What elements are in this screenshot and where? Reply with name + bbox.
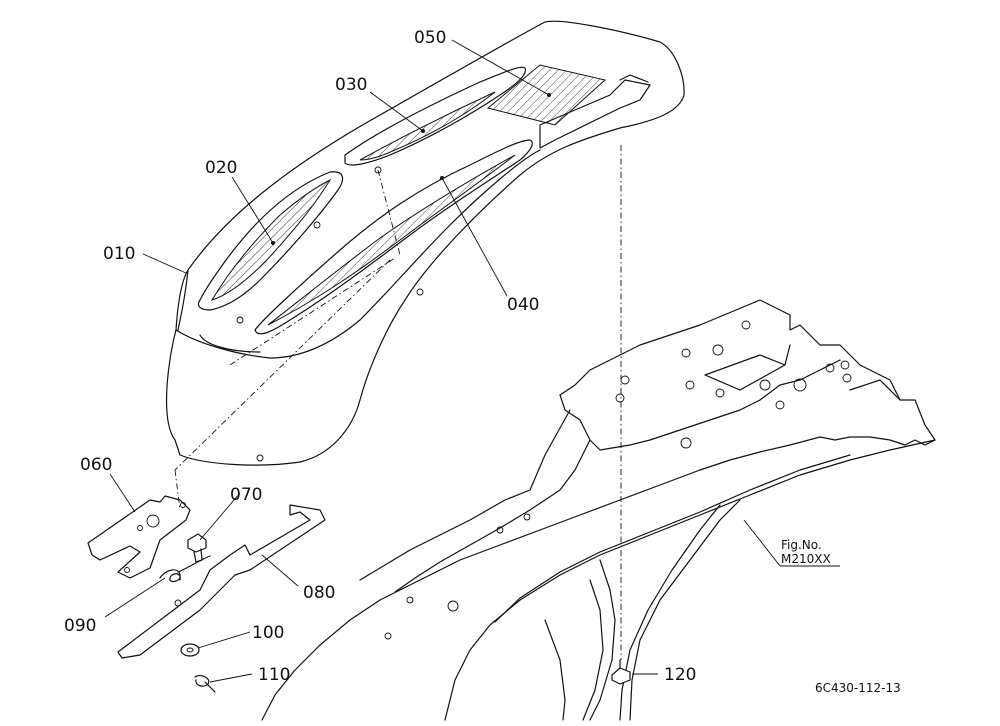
fender-010 — [166, 20, 685, 466]
label-050: 050 — [414, 28, 446, 48]
label-010: 010 — [103, 244, 135, 264]
fig-number: M210XX — [781, 552, 831, 566]
bracket-080 — [117, 504, 326, 659]
bolt-070 — [187, 533, 207, 563]
label-020: 020 — [205, 158, 237, 178]
pin-110 — [194, 674, 216, 693]
label-080: 080 — [303, 583, 335, 603]
label-120: 120 — [664, 665, 696, 685]
bolt-120 — [611, 659, 631, 685]
part-labels: 010 020 030 040 050 060 070 080 090 100 … — [64, 28, 696, 685]
label-030: 030 — [335, 75, 367, 95]
label-060: 060 — [80, 455, 112, 475]
label-100: 100 — [252, 623, 284, 643]
label-110: 110 — [258, 665, 290, 685]
leader-lines — [104, 39, 840, 683]
figure-reference: Fig.No. M210XX — [781, 538, 831, 566]
label-070: 070 — [230, 485, 262, 505]
drawing-code: 6C430-112-13 — [815, 681, 901, 695]
washer-100 — [180, 643, 200, 657]
frame-chassis — [261, 299, 936, 721]
alignment-lines — [174, 145, 622, 660]
spring-090 — [159, 555, 211, 583]
fig-no-label: Fig.No. — [781, 538, 822, 552]
bracket-060 — [87, 495, 191, 579]
label-040: 040 — [507, 295, 539, 315]
label-090: 090 — [64, 616, 96, 636]
